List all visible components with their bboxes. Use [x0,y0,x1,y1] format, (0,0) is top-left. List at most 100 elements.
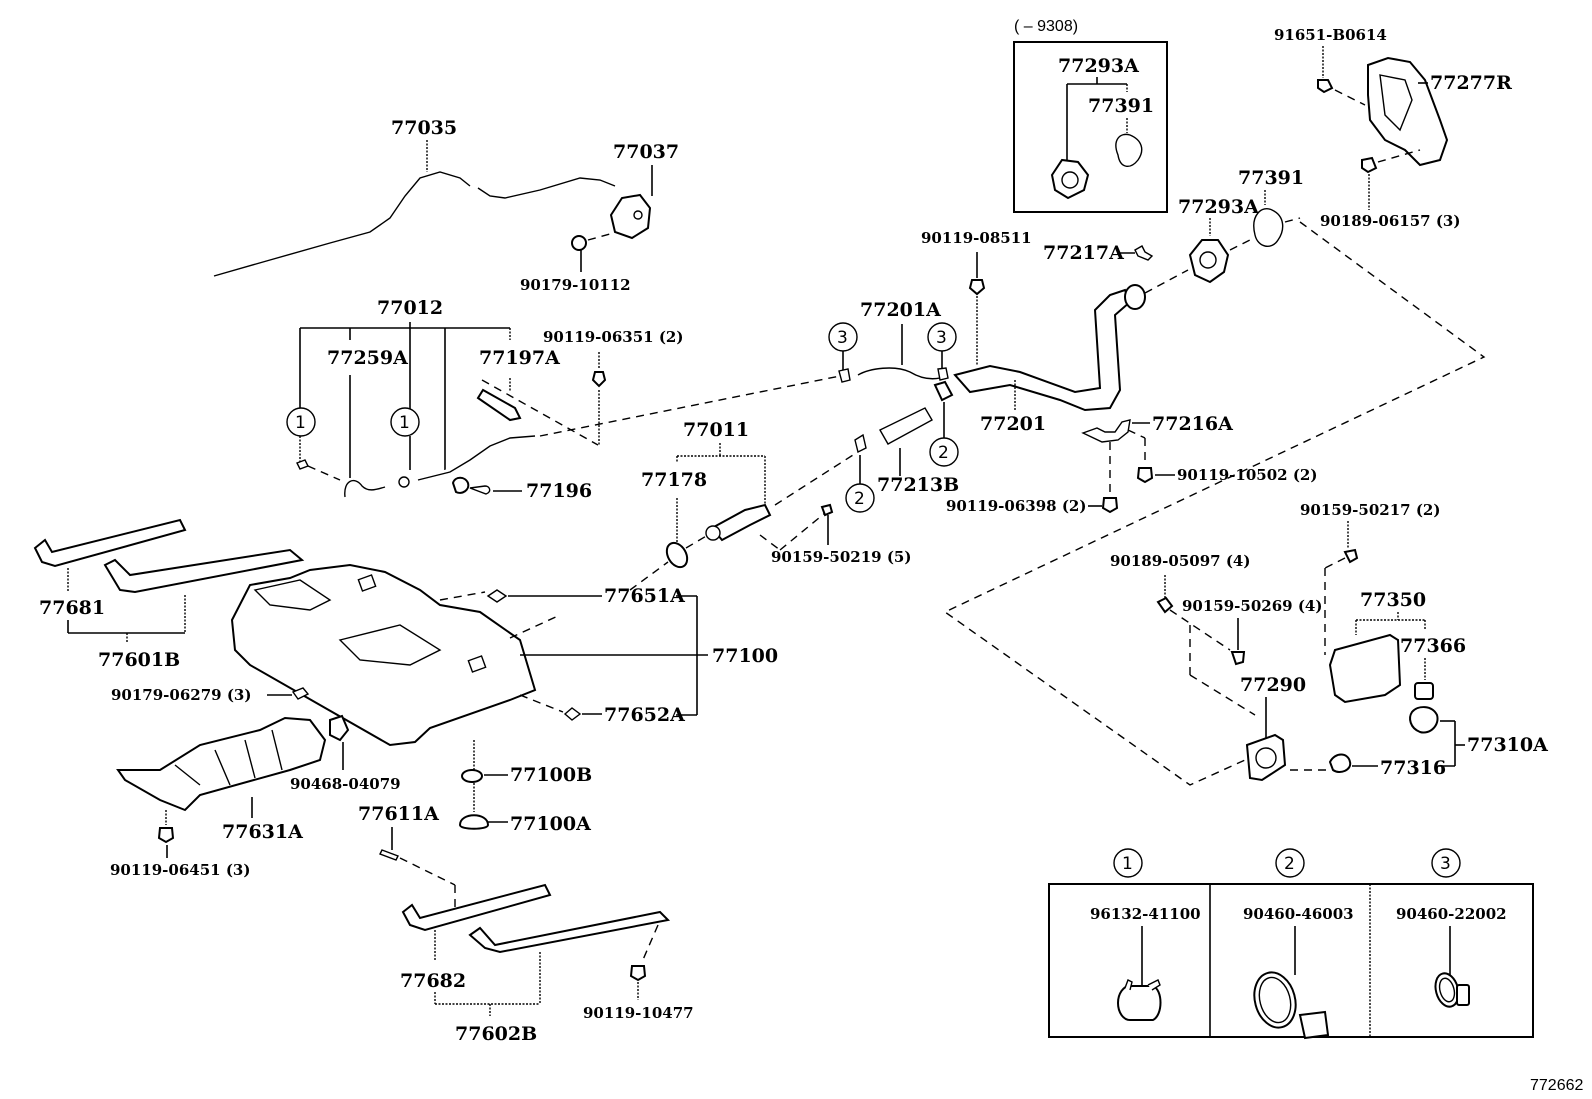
breather-pipe[interactable] [417,435,536,481]
label-77601B[interactable]: 77601B [98,649,180,671]
bolt-90119-06351[interactable] [591,371,607,388]
callout-3-right[interactable]: 3 [927,322,957,352]
cushion-77611A[interactable] [379,849,399,861]
screw-90159-50269[interactable] [1230,651,1246,666]
screw-91651-B0614[interactable] [1317,79,1334,94]
label-90119-06398[interactable]: 90119-06398 (2) [946,497,1086,515]
valve-77196[interactable] [451,476,470,494]
label-77259A[interactable]: 77259A [327,347,408,369]
bolt-90119-06398[interactable] [1101,497,1119,514]
tank-band-77602B[interactable] [468,910,671,954]
label-77316[interactable]: 77316 [1380,757,1446,779]
label-77293A[interactable]: 77293A [1178,196,1259,218]
label-90189-06157[interactable]: 90189-06157 (3) [1320,212,1460,230]
bracket-77197A[interactable] [476,388,522,422]
label-77602B[interactable]: 77602B [455,1023,537,1045]
gasket-77178[interactable] [663,539,692,571]
filler-neck[interactable] [1124,284,1146,310]
hose-clamp-96132-41100[interactable] [1117,979,1162,1021]
legend-part-90460-46003[interactable]: 90460-46003 [1243,905,1354,923]
label-90119-08511[interactable]: 90119-08511 [921,229,1032,247]
fuel-lid-77350[interactable] [1328,633,1402,704]
label-77652A[interactable]: 77652A [604,704,685,726]
label-90159-50217[interactable]: 90159-50217 (2) [1300,501,1440,519]
clamp-small-2[interactable] [398,476,410,488]
bolt-90119-10477[interactable] [629,965,647,982]
clip-90179-06279[interactable] [291,687,310,700]
label-77631A[interactable]: 77631A [222,821,303,843]
cushion-77100A[interactable] [458,814,490,830]
fuel-lid-cable-77035[interactable] [213,171,616,277]
grommet-90179-10112[interactable] [571,235,587,251]
label-77391[interactable]: 77391 [1238,167,1304,189]
label-77310A[interactable]: 77310A [1467,734,1548,756]
legend-part-90460-22002[interactable]: 90460-22002 [1396,905,1507,923]
label-77682[interactable]: 77682 [400,970,466,992]
label-77100B[interactable]: 77100B [510,764,592,786]
callout-3-left[interactable]: 3 [828,322,858,352]
clamp-3a[interactable] [838,368,851,383]
label-77035[interactable]: 77035 [391,117,457,139]
label-77290[interactable]: 77290 [1240,674,1306,696]
vent-valve-77011[interactable] [710,503,772,542]
label-77293A-box[interactable]: 77293A [1058,55,1139,77]
label-77350[interactable]: 77350 [1360,589,1426,611]
label-77366[interactable]: 77366 [1400,635,1466,657]
label-77681[interactable]: 77681 [39,597,105,619]
tank-band-77601B[interactable] [103,548,305,594]
label-77201A[interactable]: 77201A [860,299,941,321]
bolt-90119-08511[interactable] [968,279,986,296]
hose-clamp-90460-46003[interactable] [1248,968,1330,1040]
label-90468-04079[interactable]: 90468-04079 [290,775,401,793]
label-77277R[interactable]: 77277R [1430,72,1512,94]
bolt-90119-10502[interactable] [1136,467,1154,484]
label-77201[interactable]: 77201 [980,413,1046,435]
bracket-90468-04079[interactable] [329,714,350,742]
label-77196[interactable]: 77196 [526,480,592,502]
label-91651-B0614[interactable]: 91651-B0614 [1274,26,1387,44]
legend-part-96132-41100[interactable]: 96132-41100 [1090,905,1201,923]
label-77216A[interactable]: 77216A [1152,413,1233,435]
label-77037[interactable]: 77037 [613,141,679,163]
cushion-77100B[interactable] [461,769,483,783]
gasket-77652A[interactable] [563,707,582,721]
label-90159-50269[interactable]: 90159-50269 (4) [1182,597,1322,615]
tank-band-77682[interactable] [401,883,552,932]
label-90119-10477[interactable]: 90119-10477 [583,1004,694,1022]
callout-1-mid[interactable]: 1 [390,407,420,437]
gasket-77391[interactable] [1253,208,1284,247]
hose-77259A[interactable] [344,479,386,498]
callout-2-right[interactable]: 2 [929,437,959,467]
clamp-3b[interactable] [937,367,949,381]
bracket-77216A[interactable] [1081,419,1131,443]
label-77217A[interactable]: 77217A [1043,242,1124,264]
hose-clamp-90460-22002[interactable] [1432,971,1470,1010]
clamp-small-1[interactable] [296,459,309,470]
label-77011[interactable]: 77011 [683,419,749,441]
label-90159-50219[interactable]: 90159-50219 (5) [771,548,911,566]
label-77100[interactable]: 77100 [712,645,778,667]
label-90189-05097[interactable]: 90189-05097 (4) [1110,552,1250,570]
hose-77201A[interactable] [857,367,941,380]
gasket-77391-box[interactable] [1115,133,1143,167]
screw-90159-50217[interactable] [1343,548,1359,564]
label-90119-06451[interactable]: 90119-06451 (3) [110,861,250,879]
clamp-2a[interactable] [854,433,867,454]
fuel-lid-spring-77310A[interactable] [1409,706,1439,734]
label-90179-06279[interactable]: 90179-06279 (3) [111,686,251,704]
hole-cover-77316[interactable] [1328,753,1352,773]
bracket-clamp-2[interactable] [933,380,954,402]
nut-90189-05097[interactable] [1156,596,1174,614]
tank-band-77681[interactable] [33,518,187,568]
gasket-77651A[interactable] [486,589,508,603]
label-90119-06351[interactable]: 90119-06351 (2) [543,328,683,346]
label-77651A[interactable]: 77651A [604,585,685,607]
label-77611A[interactable]: 77611A [358,803,439,825]
bolt-90119-06451[interactable] [157,827,175,844]
hose-77213B[interactable] [879,407,933,445]
filler-pipe-77201[interactable] [953,288,1132,412]
label-77012[interactable]: 77012 [377,297,443,319]
label-90119-10502[interactable]: 90119-10502 (2) [1177,466,1317,484]
label-77213B[interactable]: 77213B [877,474,959,496]
label-77178[interactable]: 77178 [641,469,707,491]
